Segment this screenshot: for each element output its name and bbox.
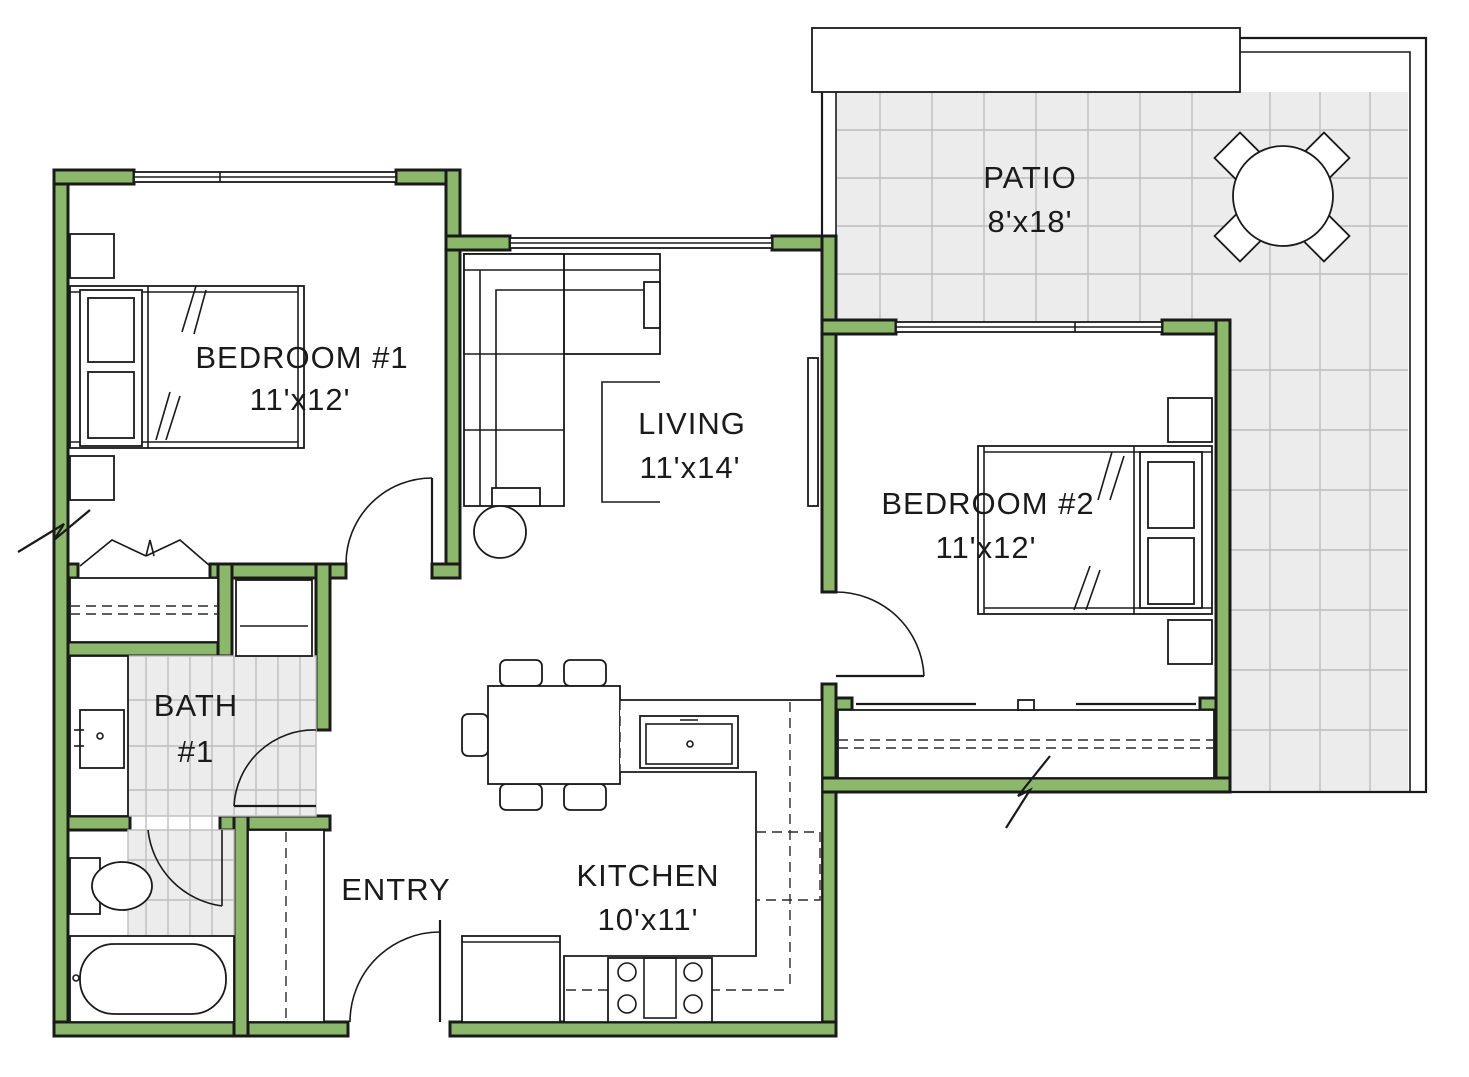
sectional-sofa-icon xyxy=(463,253,661,507)
door-swing-bedroom-1 xyxy=(345,477,433,565)
break-line-icon xyxy=(1005,755,1051,829)
dining-set xyxy=(461,659,621,811)
dining-table xyxy=(487,685,621,785)
room-labels: BEDROOM #1 11'x12' LIVING 11'x14' PATIO … xyxy=(154,160,1094,937)
kitchen-fixtures xyxy=(461,699,823,1023)
nightstand xyxy=(1167,397,1213,443)
walls xyxy=(52,168,1232,1038)
entry-features xyxy=(247,829,451,1036)
toilet-icon xyxy=(69,857,153,915)
bedroom-2-name: BEDROOM #2 xyxy=(881,486,1094,521)
coat-closet xyxy=(247,829,325,1023)
door-swing-bedroom-2 xyxy=(835,591,925,677)
living-name: LIVING xyxy=(638,406,746,441)
bed-icon xyxy=(69,285,305,449)
bedroom-2-furniture xyxy=(835,397,1215,779)
entry-name: ENTRY xyxy=(341,872,451,907)
living-furniture xyxy=(463,253,819,559)
nightstand xyxy=(69,455,115,501)
living-size: 11'x14' xyxy=(640,450,741,485)
bedroom-2-size: 11'x12' xyxy=(936,530,1037,565)
patio-overhang xyxy=(811,27,1241,93)
kitchen-name: KITCHEN xyxy=(576,858,719,893)
patio-table-set xyxy=(1213,131,1351,263)
washer-dryer xyxy=(235,579,313,657)
door-swing-bath-1 xyxy=(233,729,317,807)
patio-area xyxy=(811,27,1428,794)
patio-name: PATIO xyxy=(983,160,1076,195)
bedroom-1-furniture xyxy=(69,233,434,643)
kitchen-size: 10'x11' xyxy=(598,902,699,937)
patio-size: 8'x18' xyxy=(987,204,1072,239)
nightstand xyxy=(1167,619,1213,665)
closet xyxy=(69,577,219,643)
coffee-table xyxy=(601,381,660,503)
bedroom-1-name: BEDROOM #1 xyxy=(195,340,408,375)
bath-1-fixtures xyxy=(69,579,317,1023)
nightstand xyxy=(69,233,115,279)
bath-1-number: #1 xyxy=(178,734,214,769)
refrigerator xyxy=(461,935,561,1023)
bedroom-1-size: 11'x12' xyxy=(250,382,351,417)
windows xyxy=(133,171,1163,333)
bath-1-name: BATH xyxy=(154,688,238,723)
bed-icon xyxy=(977,445,1213,615)
tv-console xyxy=(807,357,819,507)
break-line-icon xyxy=(17,509,91,553)
bathtub-icon xyxy=(69,935,235,1023)
door-swing-entry xyxy=(349,931,441,1023)
closet xyxy=(837,709,1215,779)
range-stove-icon xyxy=(607,957,713,1023)
side-table xyxy=(473,505,527,559)
